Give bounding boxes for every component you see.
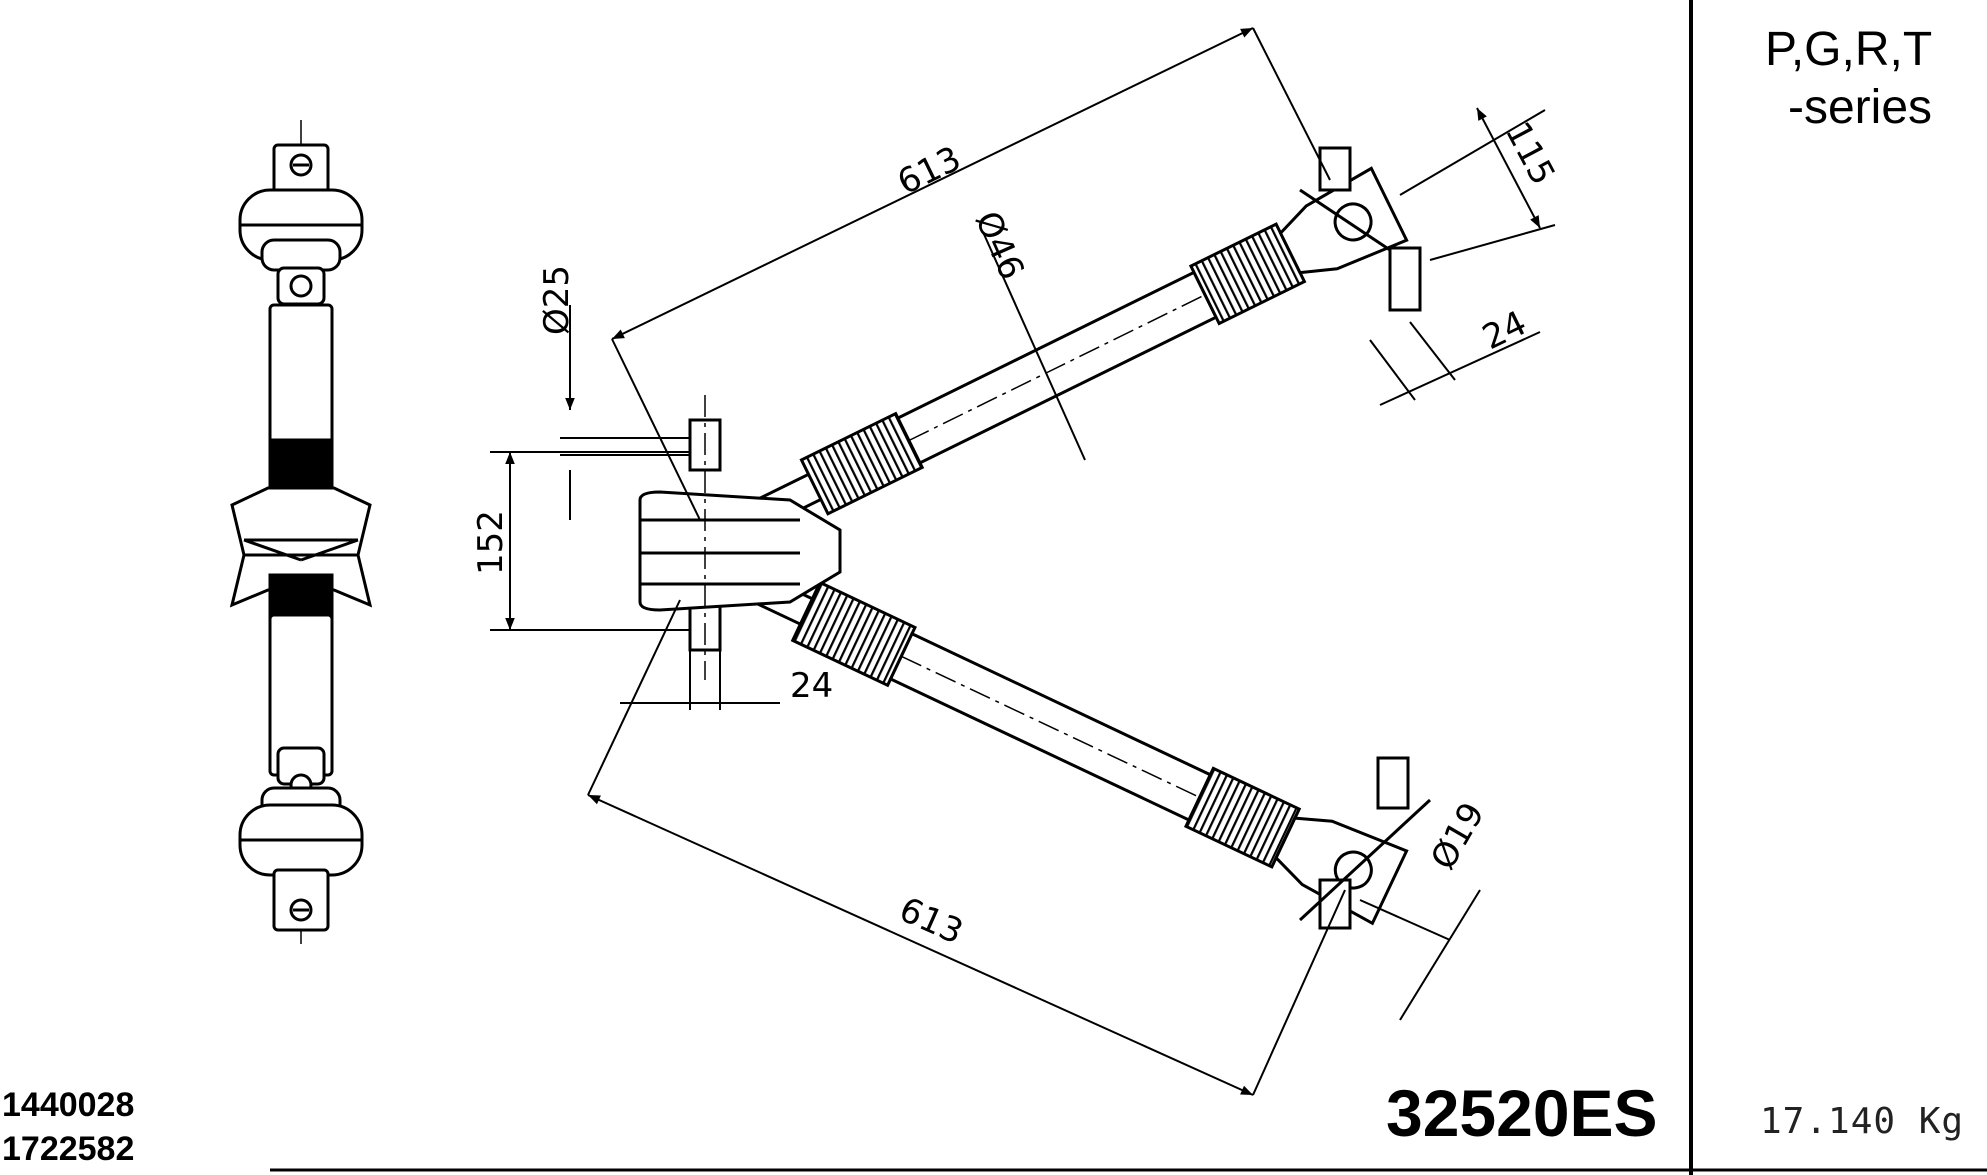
dim-tube-diameter: Ø46 xyxy=(967,205,1032,285)
title-block-frame xyxy=(270,0,1987,1175)
series-title: P,G,R,T xyxy=(1765,23,1933,76)
dim-end-pin-width: 24 xyxy=(1476,303,1532,358)
part-number: 32520ES xyxy=(1386,1076,1658,1150)
dimension-lines xyxy=(490,27,1556,1096)
apex-joint xyxy=(638,395,842,680)
dim-end-pin-diameter: Ø19 xyxy=(1423,796,1493,877)
series-subtitle: -series xyxy=(1788,81,1933,134)
side-view xyxy=(229,120,373,945)
dim-upper-length: 613 xyxy=(891,139,967,203)
dim-apex-pin-diameter: Ø25 xyxy=(537,265,577,335)
lower-arm xyxy=(717,558,1409,926)
weight-label: 17.140 Kg xyxy=(1760,1101,1965,1142)
upper-end-pin xyxy=(1299,146,1422,312)
dim-apex-height: 152 xyxy=(471,510,511,575)
upper-arm xyxy=(716,166,1409,546)
reference-code: 1722582 xyxy=(2,1130,135,1168)
dim-lower-length: 613 xyxy=(893,890,969,953)
dim-apex-pin-width: 24 xyxy=(790,666,833,706)
dim-end-bush-length: 115 xyxy=(1497,115,1563,191)
lower-end-pin xyxy=(1298,756,1432,930)
reference-code: 1440028 xyxy=(2,1086,135,1124)
